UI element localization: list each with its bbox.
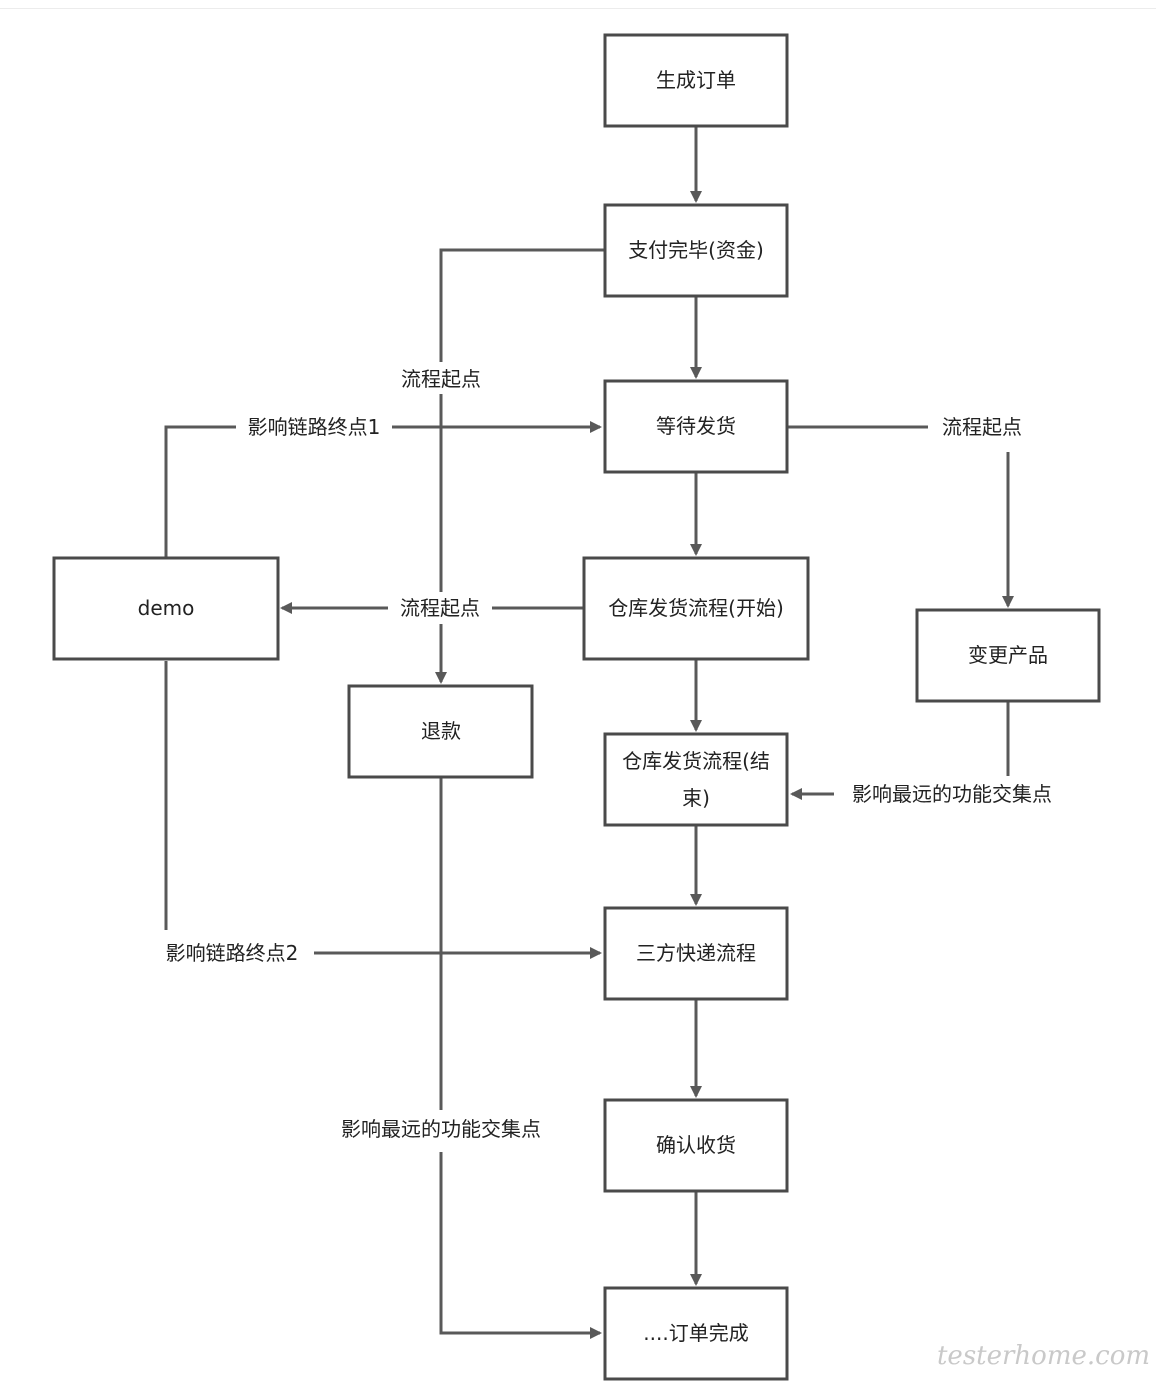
- edge-label-impact-end-1: 影响链路终点1: [236, 410, 392, 442]
- svg-text:仓库发货流程(结: 仓库发货流程(结: [622, 749, 770, 773]
- node-generate-order: 生成订单: [603, 33, 789, 128]
- watermark: testerhome.com: [937, 1341, 1150, 1371]
- svg-text:仓库发货流程(开始): 仓库发货流程(开始): [608, 596, 784, 620]
- node-demo: demo: [52, 556, 280, 661]
- svg-text:流程起点: 流程起点: [400, 596, 480, 620]
- svg-text:退款: 退款: [421, 719, 461, 743]
- edge-label-start-refund: 流程起点: [392, 362, 490, 394]
- svg-text:流程起点: 流程起点: [942, 415, 1022, 439]
- svg-text:变更产品: 变更产品: [968, 643, 1048, 667]
- edge-label-start-change: 流程起点: [928, 410, 1036, 452]
- svg-text:三方快递流程: 三方快递流程: [636, 941, 756, 965]
- svg-text:流程起点: 流程起点: [401, 367, 481, 391]
- node-warehouse-end: 仓库发货流程(结 束): [603, 732, 789, 827]
- node-order-complete: ....订单完成: [603, 1286, 789, 1381]
- svg-text:影响最远的功能交集点: 影响最远的功能交集点: [341, 1117, 541, 1141]
- edge-label-farthest-left: 影响最远的功能交集点: [326, 1110, 556, 1152]
- svg-text:束): 束): [682, 786, 710, 810]
- svg-text:确认收货: 确认收货: [656, 1133, 736, 1157]
- node-third-party-express: 三方快递流程: [603, 906, 789, 1001]
- svg-text:影响链路终点2: 影响链路终点2: [166, 941, 299, 965]
- node-warehouse-start: 仓库发货流程(开始): [582, 556, 810, 661]
- svg-text:支付完毕(资金): 支付完毕(资金): [628, 238, 764, 262]
- svg-text:生成订单: 生成订单: [656, 68, 736, 92]
- node-confirm-receipt: 确认收货: [603, 1098, 789, 1193]
- edge-label-farthest-right: 影响最远的功能交集点: [834, 776, 1066, 812]
- edge-payment-to-refund: [435, 248, 604, 684]
- edge-demo-to-await: [164, 421, 602, 557]
- svg-text:影响链路终点1: 影响链路终点1: [248, 415, 381, 439]
- svg-text:影响最远的功能交集点: 影响最远的功能交集点: [852, 782, 1052, 806]
- edge-await-to-change: [788, 425, 1014, 608]
- node-payment-done: 支付完毕(资金): [603, 203, 789, 298]
- node-await-shipping: 等待发货: [603, 379, 789, 474]
- svg-text:demo: demo: [138, 596, 195, 620]
- edge-label-start-demo: 流程起点: [388, 592, 492, 624]
- node-refund: 退款: [347, 684, 534, 779]
- svg-text:等待发货: 等待发货: [656, 414, 736, 438]
- svg-text:....订单完成: ....订单完成: [643, 1321, 748, 1345]
- top-divider: [0, 0, 1156, 9]
- node-change-product: 变更产品: [915, 608, 1101, 703]
- edge-refund-to-complete: [439, 778, 602, 1339]
- edge-label-impact-end-2: 影响链路终点2: [150, 930, 314, 970]
